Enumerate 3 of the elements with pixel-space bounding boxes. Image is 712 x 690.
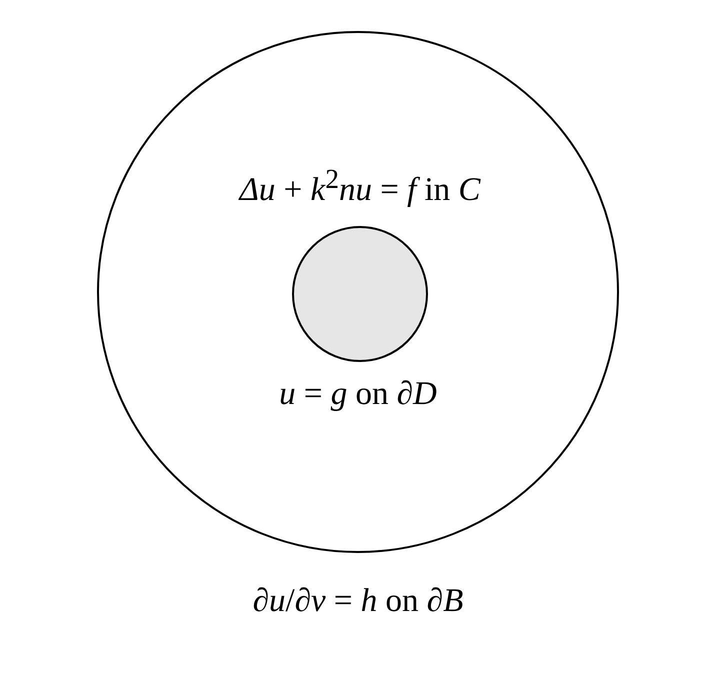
boundary-condition-label: ∂u/∂ν = h on ∂B xyxy=(252,583,464,620)
boundary-condition-label: u = g on ∂D xyxy=(279,376,437,413)
equation-label: Δu + k$^{2}$nu = f in C xyxy=(240,163,480,209)
